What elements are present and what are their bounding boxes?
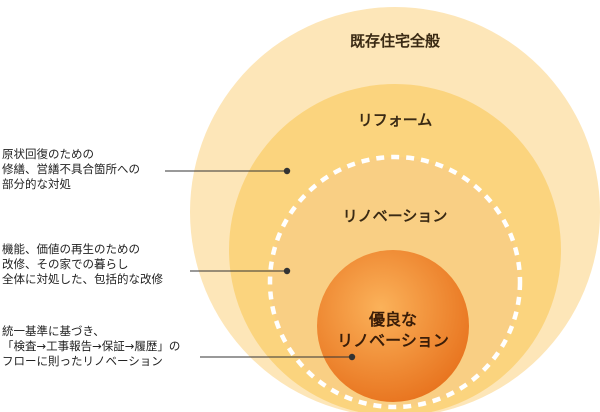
renovation-description: 機能、価値の再生のための 改修、その家での暮らし 全体に対処した、包括的な改修	[2, 242, 163, 287]
leader-dot-quality	[348, 353, 356, 361]
quality-renovation-circle	[317, 250, 469, 402]
renovation-description-line: 改修、その家での暮らし	[2, 257, 129, 271]
quality-renovation-label-line1: 優良な	[368, 310, 417, 329]
existing-housing-label: 既存住宅全般	[350, 32, 440, 50]
quality-renovation-description-line: フローに則ったリノベーション	[2, 354, 163, 368]
reform-description-line: 原状回復のための	[2, 147, 94, 161]
renovation-label: リノベーション	[343, 207, 448, 225]
reform-label: リフォーム	[358, 111, 433, 129]
quality-renovation-description: 統一基準に基づき、 「検査→工事報告→保証→履歴」の フローに則ったリノベーショ…	[2, 324, 180, 369]
quality-renovation-description-line: 統一基準に基づき、	[2, 324, 105, 338]
renovation-description-line: 全体に対処した、包括的な改修	[2, 272, 163, 286]
reform-description-line: 部分的な対処	[2, 177, 71, 191]
quality-renovation-label-line2: リノベーション	[337, 331, 449, 350]
leader-dot-reform	[283, 167, 291, 175]
reform-description-line: 修繕、営繕不具合箇所への	[2, 162, 140, 176]
quality-renovation-description-line: 「検査→工事報告→保証→履歴」の	[2, 339, 181, 353]
leader-dot-renovation	[283, 267, 291, 275]
renovation-description-line: 機能、価値の再生のための	[2, 242, 140, 256]
reform-description: 原状回復のための 修繕、営繕不具合箇所への 部分的な対処	[2, 147, 140, 192]
